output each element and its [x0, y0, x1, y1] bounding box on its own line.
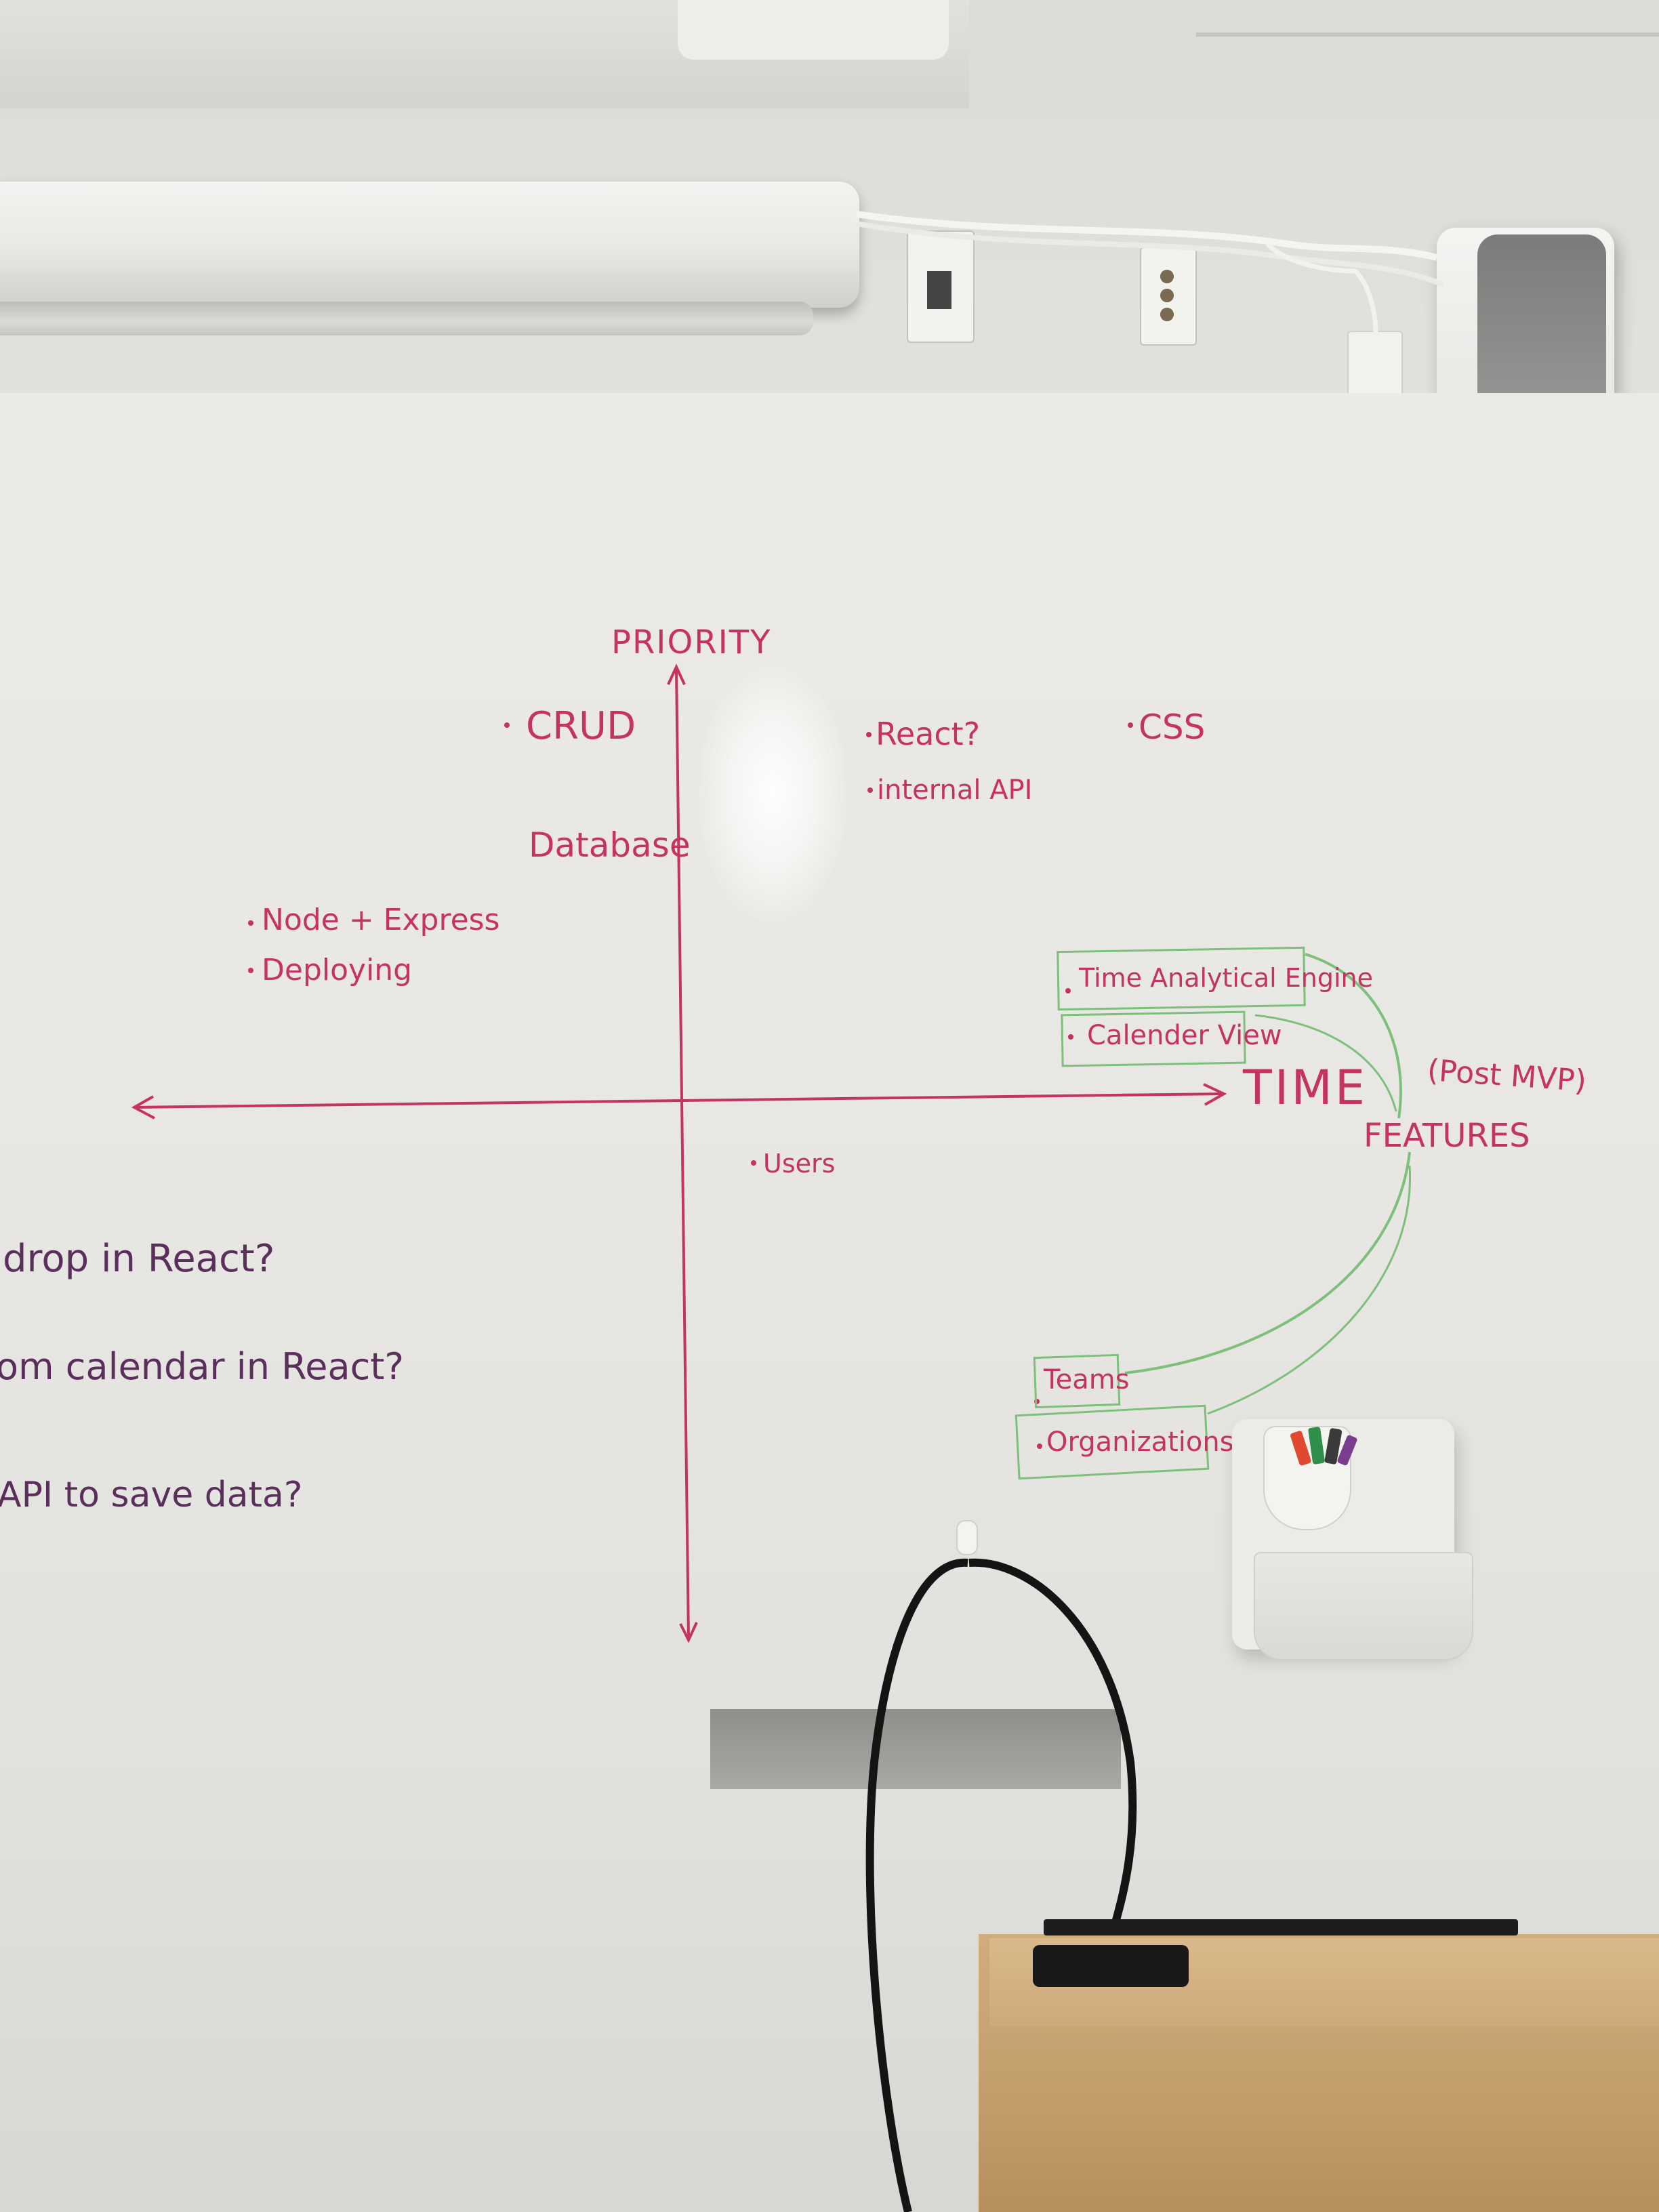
note-internal-api: internal API — [877, 775, 1033, 806]
note-database: Database — [529, 825, 691, 865]
wall-slot — [710, 1709, 1121, 1789]
time-axis-label: TIME — [1243, 1060, 1368, 1115]
feature-time-analytical-engine: Time Analytical Engine — [1079, 963, 1373, 993]
priority-axis-arrow-bottom — [679, 1622, 698, 1643]
feature-bracket-top — [1305, 953, 1402, 1119]
features-label: FEATURES — [1364, 1117, 1530, 1155]
time-axis — [134, 1092, 1225, 1109]
priority-axis-arrow-top — [667, 663, 686, 685]
whiteboard — [0, 393, 1659, 2212]
eraser-bin — [1254, 1552, 1473, 1660]
feature-bracket-bottom — [1124, 1151, 1411, 1374]
priority-axis-label: PRIORITY — [611, 623, 772, 661]
ceiling-bracket — [678, 0, 949, 60]
markers — [1290, 1427, 1357, 1466]
note-react: React? — [876, 716, 981, 752]
feature-bracket-top-inner — [1254, 1014, 1397, 1112]
question-api-save-data: API to save data? — [0, 1475, 303, 1515]
note-deploying: Deploying — [262, 953, 413, 987]
remote-icon — [1033, 1945, 1189, 1987]
feature-calender-view: Calender View — [1087, 1020, 1282, 1051]
note-css: CSS — [1139, 708, 1206, 747]
projector-screen-housing — [0, 182, 859, 308]
door-frame — [1196, 0, 1659, 37]
feature-organizations: Organizations — [1046, 1427, 1234, 1458]
question-calendar-in-react: om calendar in React? — [0, 1345, 405, 1388]
question-drop-in-react: drop in React? — [3, 1237, 275, 1281]
feature-bracket-bottom-outer — [1207, 1165, 1412, 1415]
light-glare — [698, 664, 847, 922]
time-axis-arrow-right — [1203, 1083, 1227, 1106]
feature-teams: Teams — [1044, 1364, 1130, 1395]
time-axis-arrow-left — [131, 1095, 155, 1120]
note-crud: CRUD — [526, 704, 636, 748]
projector-screen-bar — [0, 302, 813, 335]
note-users: Users — [763, 1149, 836, 1179]
priority-axis — [675, 668, 690, 1639]
note-node-express: Node + Express — [262, 903, 500, 937]
cabinet-rail — [1044, 1919, 1518, 1936]
